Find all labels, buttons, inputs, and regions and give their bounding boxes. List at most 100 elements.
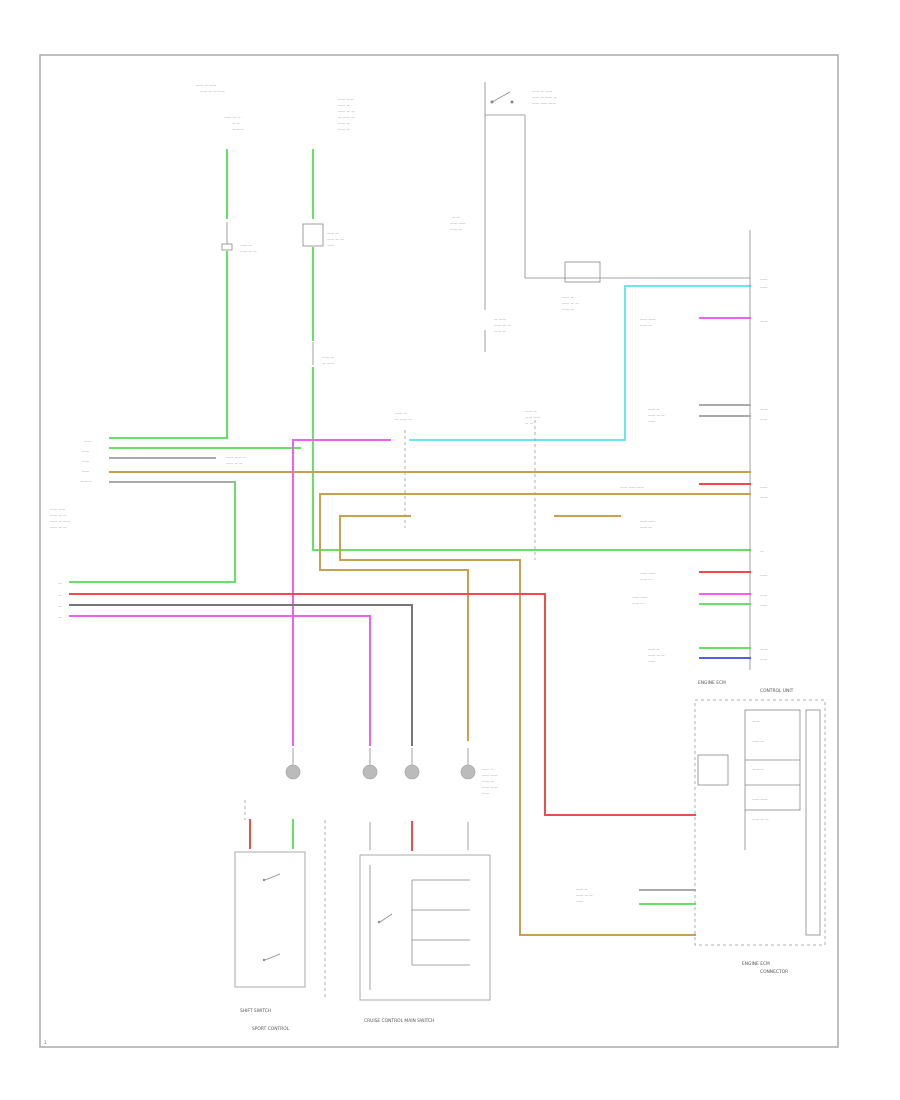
svg-text:—— — —: —— — —	[327, 237, 344, 241]
svg-text:—— —: —— —	[450, 227, 462, 231]
right-connector-column: —— —— —— —— —— —— —— — —— —— —— —— ——	[749, 230, 768, 670]
svg-text:SHIFT SWITCH: SHIFT SWITCH	[240, 1008, 271, 1014]
svg-text:—— —: —— —	[232, 127, 244, 131]
svg-text:—— —: —— —	[338, 121, 350, 125]
svg-text:—— ——: —— ——	[640, 317, 656, 321]
magenta-wire-top: —— —— —— —	[640, 317, 751, 327]
svg-text:—— — —: —— — —	[338, 109, 355, 113]
svg-text:ENGINE ECM: ENGINE ECM	[742, 961, 770, 967]
svg-text:—— — — ——: —— — — ——	[200, 89, 225, 93]
lower-left-wires: — — — —	[58, 481, 696, 816]
svg-text:——: ——	[648, 419, 656, 423]
svg-text:—— ——: —— ——	[482, 773, 498, 777]
svg-text:—— —: —— —	[562, 307, 574, 311]
top-left-connectors: —— — —— —— — — —— —— — — — — —— — —— —— …	[196, 83, 355, 131]
svg-text:—— —: —— —	[640, 577, 652, 581]
svg-text:——: ——	[760, 647, 768, 651]
page-code: 1	[44, 1040, 47, 1045]
tan-wires: —— —— —— —	[109, 471, 751, 936]
svg-text:—— — —: —— — —	[224, 115, 241, 119]
svg-text:— ——: — ——	[322, 361, 334, 365]
svg-text:—— —: —— —	[338, 103, 350, 107]
svg-text:— —: — —	[232, 121, 241, 125]
svg-text:—— ——: —— ——	[525, 415, 541, 419]
svg-text:—— — —: —— — —	[648, 653, 665, 657]
svg-text:SPORT CONTROL: SPORT CONTROL	[252, 1026, 290, 1032]
svg-text:——: ——	[760, 407, 768, 411]
svg-text:—— — ——: —— — ——	[196, 83, 217, 87]
svg-text:——: ——	[84, 439, 92, 443]
svg-text:—— —: —— —	[752, 739, 764, 743]
svg-text:—— —: —— —	[525, 409, 537, 413]
svg-text:—— —: —— —	[632, 601, 644, 605]
svg-text:—— ——: —— ——	[640, 571, 656, 575]
svg-text:——: ——	[760, 285, 768, 289]
svg-text:——: ——	[760, 319, 768, 323]
svg-text:—— ——: —— ——	[752, 797, 768, 801]
svg-text:—— —— ——: —— —— ——	[532, 101, 556, 105]
svg-text:—— — ——: —— — ——	[50, 519, 71, 523]
green-wire-center: —— — —— — — —— —— — — ——	[109, 149, 751, 551]
svg-text:ENGINE ECM: ENGINE ECM	[698, 680, 726, 686]
svg-text:—— —: —— —	[640, 323, 652, 327]
svg-text:CONTROL UNIT: CONTROL UNIT	[760, 688, 794, 694]
svg-text:——: ——	[482, 791, 490, 795]
svg-text:—— —: —— —	[648, 647, 660, 651]
svg-text:—— —: —— —	[576, 887, 588, 891]
svg-text:——: ——	[760, 593, 768, 597]
svg-text:—— —: —— —	[395, 411, 407, 415]
svg-text:—— — —: —— — —	[50, 513, 67, 517]
svg-text:—— — —: —— — —	[50, 525, 67, 529]
sport-control-switch: SHIFT SWITCH SPORT CONTROL	[234, 800, 326, 1032]
junction-blocks: —— — — —— — —— — —— —— — —	[395, 409, 541, 560]
svg-text:——: ——	[760, 417, 768, 421]
svg-text:—— —: —— —	[752, 767, 764, 771]
svg-text:—— — —: —— — —	[752, 817, 769, 821]
svg-text:——: ——	[760, 277, 768, 281]
cyan-wire	[409, 285, 751, 441]
svg-text:—— —: —— —	[80, 479, 92, 483]
svg-text:—: —	[58, 593, 62, 597]
svg-text:—— ——: —— ——	[338, 97, 354, 101]
right-short-wires: —— — —— — — —— —— —— —— —— —— —— — —— ——…	[620, 404, 751, 663]
diagram-frame	[39, 54, 839, 1048]
svg-text:——: ——	[82, 469, 90, 473]
svg-text:— —: — —	[452, 215, 461, 219]
svg-text:—— —: —— —	[322, 355, 334, 359]
green-wire-left: —— — —— — —	[109, 149, 257, 439]
svg-text:——: ——	[760, 485, 768, 489]
svg-text:—— —— —: —— —— —	[226, 455, 247, 459]
svg-text:—— — —: —— — —	[648, 413, 665, 417]
svg-text:—— —: —— —	[482, 767, 494, 771]
svg-text:—— — —: —— — —	[226, 461, 243, 465]
svg-text:—— —: —— —	[338, 127, 350, 131]
left-connector-block: —— —— —— —— —— — —— —— — —— — — —— —— ——…	[50, 439, 247, 529]
svg-text:—— — —: —— — —	[576, 893, 593, 897]
svg-text:—— —— ——: —— —— ——	[620, 485, 644, 489]
svg-text:—— — —: —— — —	[494, 323, 511, 327]
svg-text:——: ——	[576, 899, 584, 903]
svg-text:—: —	[58, 581, 62, 585]
svg-text:—— —: —— —	[494, 329, 506, 333]
ecm-module: ENGINE ECM CONTROL UNIT —— —— — —— — —— …	[576, 680, 826, 975]
cruise-control-switch: CRUISE CONTROL MAIN SWITCH	[359, 821, 491, 1024]
svg-text:——: ——	[760, 657, 768, 661]
svg-text:—— — ——: —— — ——	[532, 89, 553, 93]
svg-text:—— —: —— —	[240, 243, 252, 247]
svg-text:——: ——	[648, 659, 656, 663]
svg-text:CONNECTOR: CONNECTOR	[760, 969, 788, 975]
svg-text:——: ——	[760, 603, 768, 607]
svg-text:— ——: — ——	[494, 317, 506, 321]
svg-text:—— — —— —: —— — —— —	[532, 95, 557, 99]
svg-text:— —— —: — —— —	[395, 417, 412, 421]
svg-text:——: ——	[760, 495, 768, 499]
svg-text:—— —: —— —	[327, 231, 339, 235]
svg-text:——: ——	[82, 449, 90, 453]
svg-text:—— — —: —— — —	[562, 301, 579, 305]
svg-text:— —: — —	[525, 421, 534, 425]
svg-text:——: ——	[760, 573, 768, 577]
svg-text:—— —: —— —	[648, 407, 660, 411]
svg-text:——: ——	[752, 719, 760, 723]
svg-text:—— —: —— —	[562, 295, 574, 299]
